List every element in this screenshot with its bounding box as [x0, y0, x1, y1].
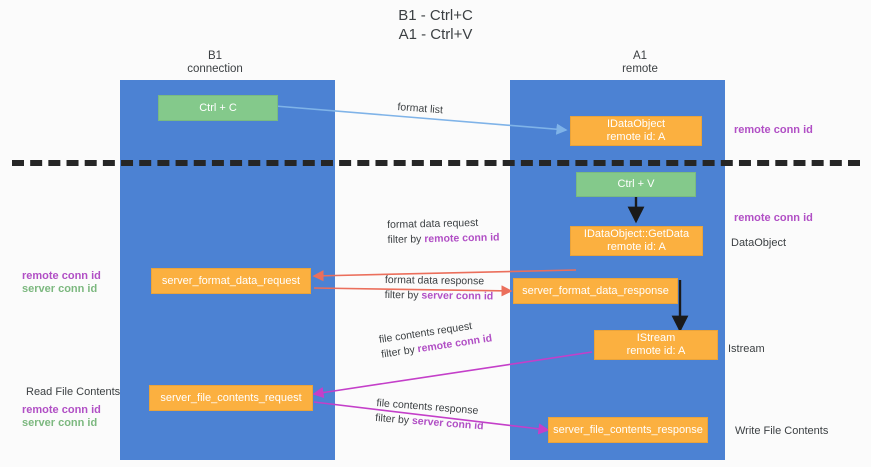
- annotation-right-dataobject: DataObject: [731, 237, 787, 249]
- column-header-b1: B1 connection: [187, 50, 243, 75]
- node-server-format-data-request-label: server_format_data_request: [161, 274, 301, 287]
- phase-divider: [12, 160, 860, 166]
- edge-label-format-data-request-line2: filter by: [387, 233, 425, 246]
- node-getdata-line2: remote id: A: [607, 241, 666, 253]
- edge-label-file-contents-response-line2: filter by: [374, 411, 413, 427]
- node-getdata[interactable]: IDataObject::GetData remote id: A: [570, 226, 703, 256]
- annotation-left-server-conn-2: server conn id: [22, 417, 98, 429]
- annotation-right-remote-conn-top: remote conn id: [734, 124, 813, 136]
- node-server-file-contents-request[interactable]: server_file_contents_request: [149, 385, 313, 411]
- node-ctrl-c-line1: Ctrl + C: [199, 101, 237, 114]
- annotation-right-istream: Istream: [728, 343, 765, 355]
- node-ctrl-v[interactable]: Ctrl + V: [576, 172, 696, 197]
- edge-label-format-data-response-line1: format data response: [384, 273, 485, 288]
- node-server-file-contents-response[interactable]: server_file_contents_response: [548, 417, 708, 443]
- edge-label-format-data-response-line2: filter by: [384, 288, 422, 302]
- node-istream-line1: IStream: [636, 332, 676, 344]
- node-server-file-contents-request-label: server_file_contents_request: [160, 391, 302, 404]
- page-title: B1 - Ctrl+C A1 - Ctrl+V: [398, 7, 473, 43]
- node-idataobject[interactable]: IDataObject remote id: A: [570, 116, 702, 146]
- node-istream[interactable]: IStream remote id: A: [594, 330, 718, 360]
- edge-label-format-data-response-emph: server conn id: [421, 289, 494, 303]
- node-server-format-data-request[interactable]: server_format_data_request: [151, 268, 311, 294]
- annotation-left-remote-conn-2: remote conn id: [22, 404, 101, 416]
- annotation-left-read-file-contents: Read File Contents: [26, 386, 121, 398]
- annotation-left-server-conn: server conn id: [22, 283, 98, 295]
- node-server-format-data-response-label: server_format_data_response: [522, 284, 669, 297]
- annotation-left-remote-conn: remote conn id: [22, 270, 101, 282]
- node-istream-line2: remote id: A: [626, 345, 686, 357]
- edge-label-format-data-response: format data response filter by server co…: [385, 273, 494, 305]
- column-header-a1: A1 remote: [622, 50, 658, 75]
- edge-label-file-contents-request-line2: filter by: [380, 343, 419, 361]
- node-ctrl-c[interactable]: Ctrl + C: [158, 95, 278, 121]
- annotation-right-write-file-contents: Write File Contents: [735, 425, 829, 437]
- annotation-right-remote-conn-mid: remote conn id: [734, 212, 813, 224]
- node-idataobject-line2: remote id: A: [606, 131, 666, 143]
- node-getdata-line1: IDataObject::GetData: [583, 228, 690, 240]
- edge-label-format-data-request: format data request filter by remote con…: [387, 215, 500, 248]
- node-server-format-data-response[interactable]: server_format_data_response: [513, 278, 678, 304]
- node-server-file-contents-response-label: server_file_contents_response: [553, 423, 703, 436]
- node-idataobject-line1: IDataObject: [606, 118, 666, 130]
- node-ctrl-v-line1: Ctrl + V: [617, 178, 655, 190]
- edge-label-format-data-request-emph: remote conn id: [424, 231, 500, 246]
